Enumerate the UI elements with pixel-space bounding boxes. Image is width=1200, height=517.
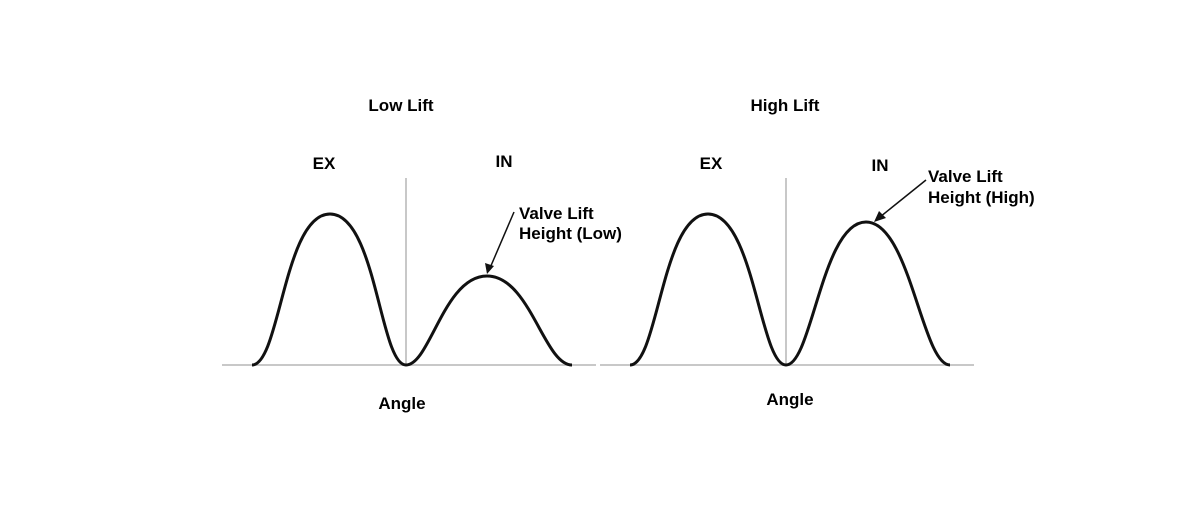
intake-curve-low [405,274,573,367]
axis-label: Angle [378,394,425,413]
exhaust-curve [629,212,787,367]
callout-leader [489,211,515,269]
intake-label: IN [496,152,513,171]
callout-arrowhead [874,211,886,222]
callout-text-line2: Height (Low) [519,224,622,243]
exhaust-label: EX [700,154,723,173]
callout-text-line2: Height (High) [928,188,1035,207]
callout-text-line1: Valve Lift [928,167,1003,186]
panel-high-lift: High Lift EX IN Valve Lift Height (High)… [600,96,1035,409]
intake-curve-high [785,220,951,367]
callout-text-line1: Valve Lift [519,204,594,223]
panel-title: High Lift [751,96,820,115]
exhaust-curve [251,212,407,367]
panel-low-lift: Low Lift EX IN Valve Lift Height (Low) A… [222,96,622,413]
callout-leader [879,179,927,218]
axis-label: Angle [766,390,813,409]
exhaust-label: EX [313,154,336,173]
intake-label: IN [872,156,889,175]
panel-title: Low Lift [368,96,433,115]
callout-arrowhead [485,263,494,274]
